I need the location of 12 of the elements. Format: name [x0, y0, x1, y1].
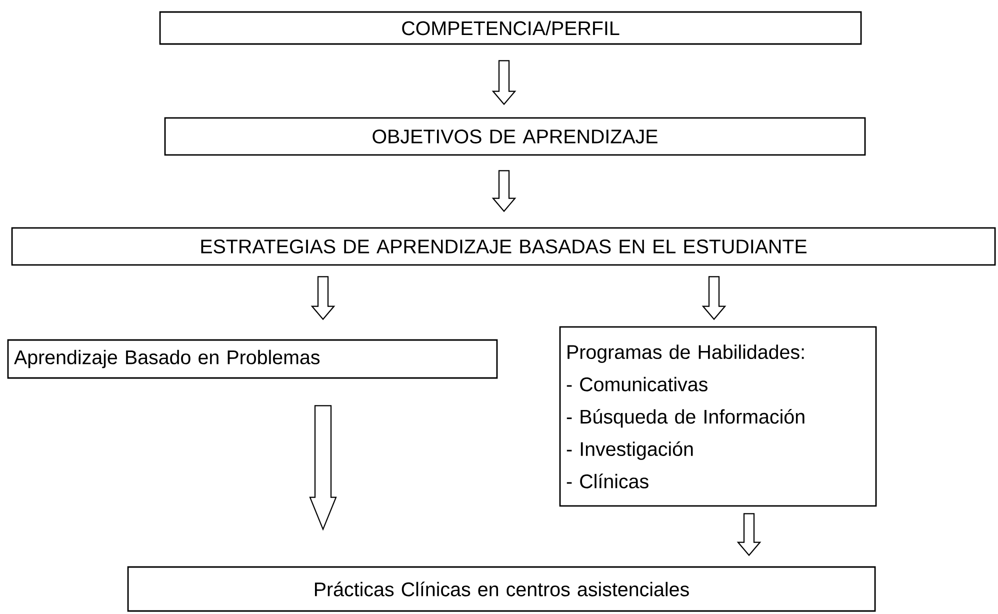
- block-arrow: [310, 276, 336, 320]
- block-arrow: [702, 276, 726, 320]
- block-arrow: [492, 60, 516, 106]
- process-box: Aprendizaje Basado en Problemas: [7, 339, 498, 379]
- process-box: OBJETIVOS DE APRENDIZAJE: [164, 117, 866, 156]
- process-box: COMPETENCIA/PERFIL: [159, 11, 862, 45]
- block-arrow: [492, 170, 516, 212]
- block-arrow: [736, 513, 762, 556]
- process-box: Programas de Habilidades: - Comunicativas - Búsqueda de Información - Investigación - Clínicas: [559, 326, 877, 507]
- process-box: ESTRATEGIAS DE APRENDIZAJE BASADAS EN EL ESTUDIANTE: [11, 227, 996, 266]
- block-arrow: [309, 405, 337, 531]
- process-box: Prácticas Clínicas en centros asistenciales: [127, 566, 876, 612]
